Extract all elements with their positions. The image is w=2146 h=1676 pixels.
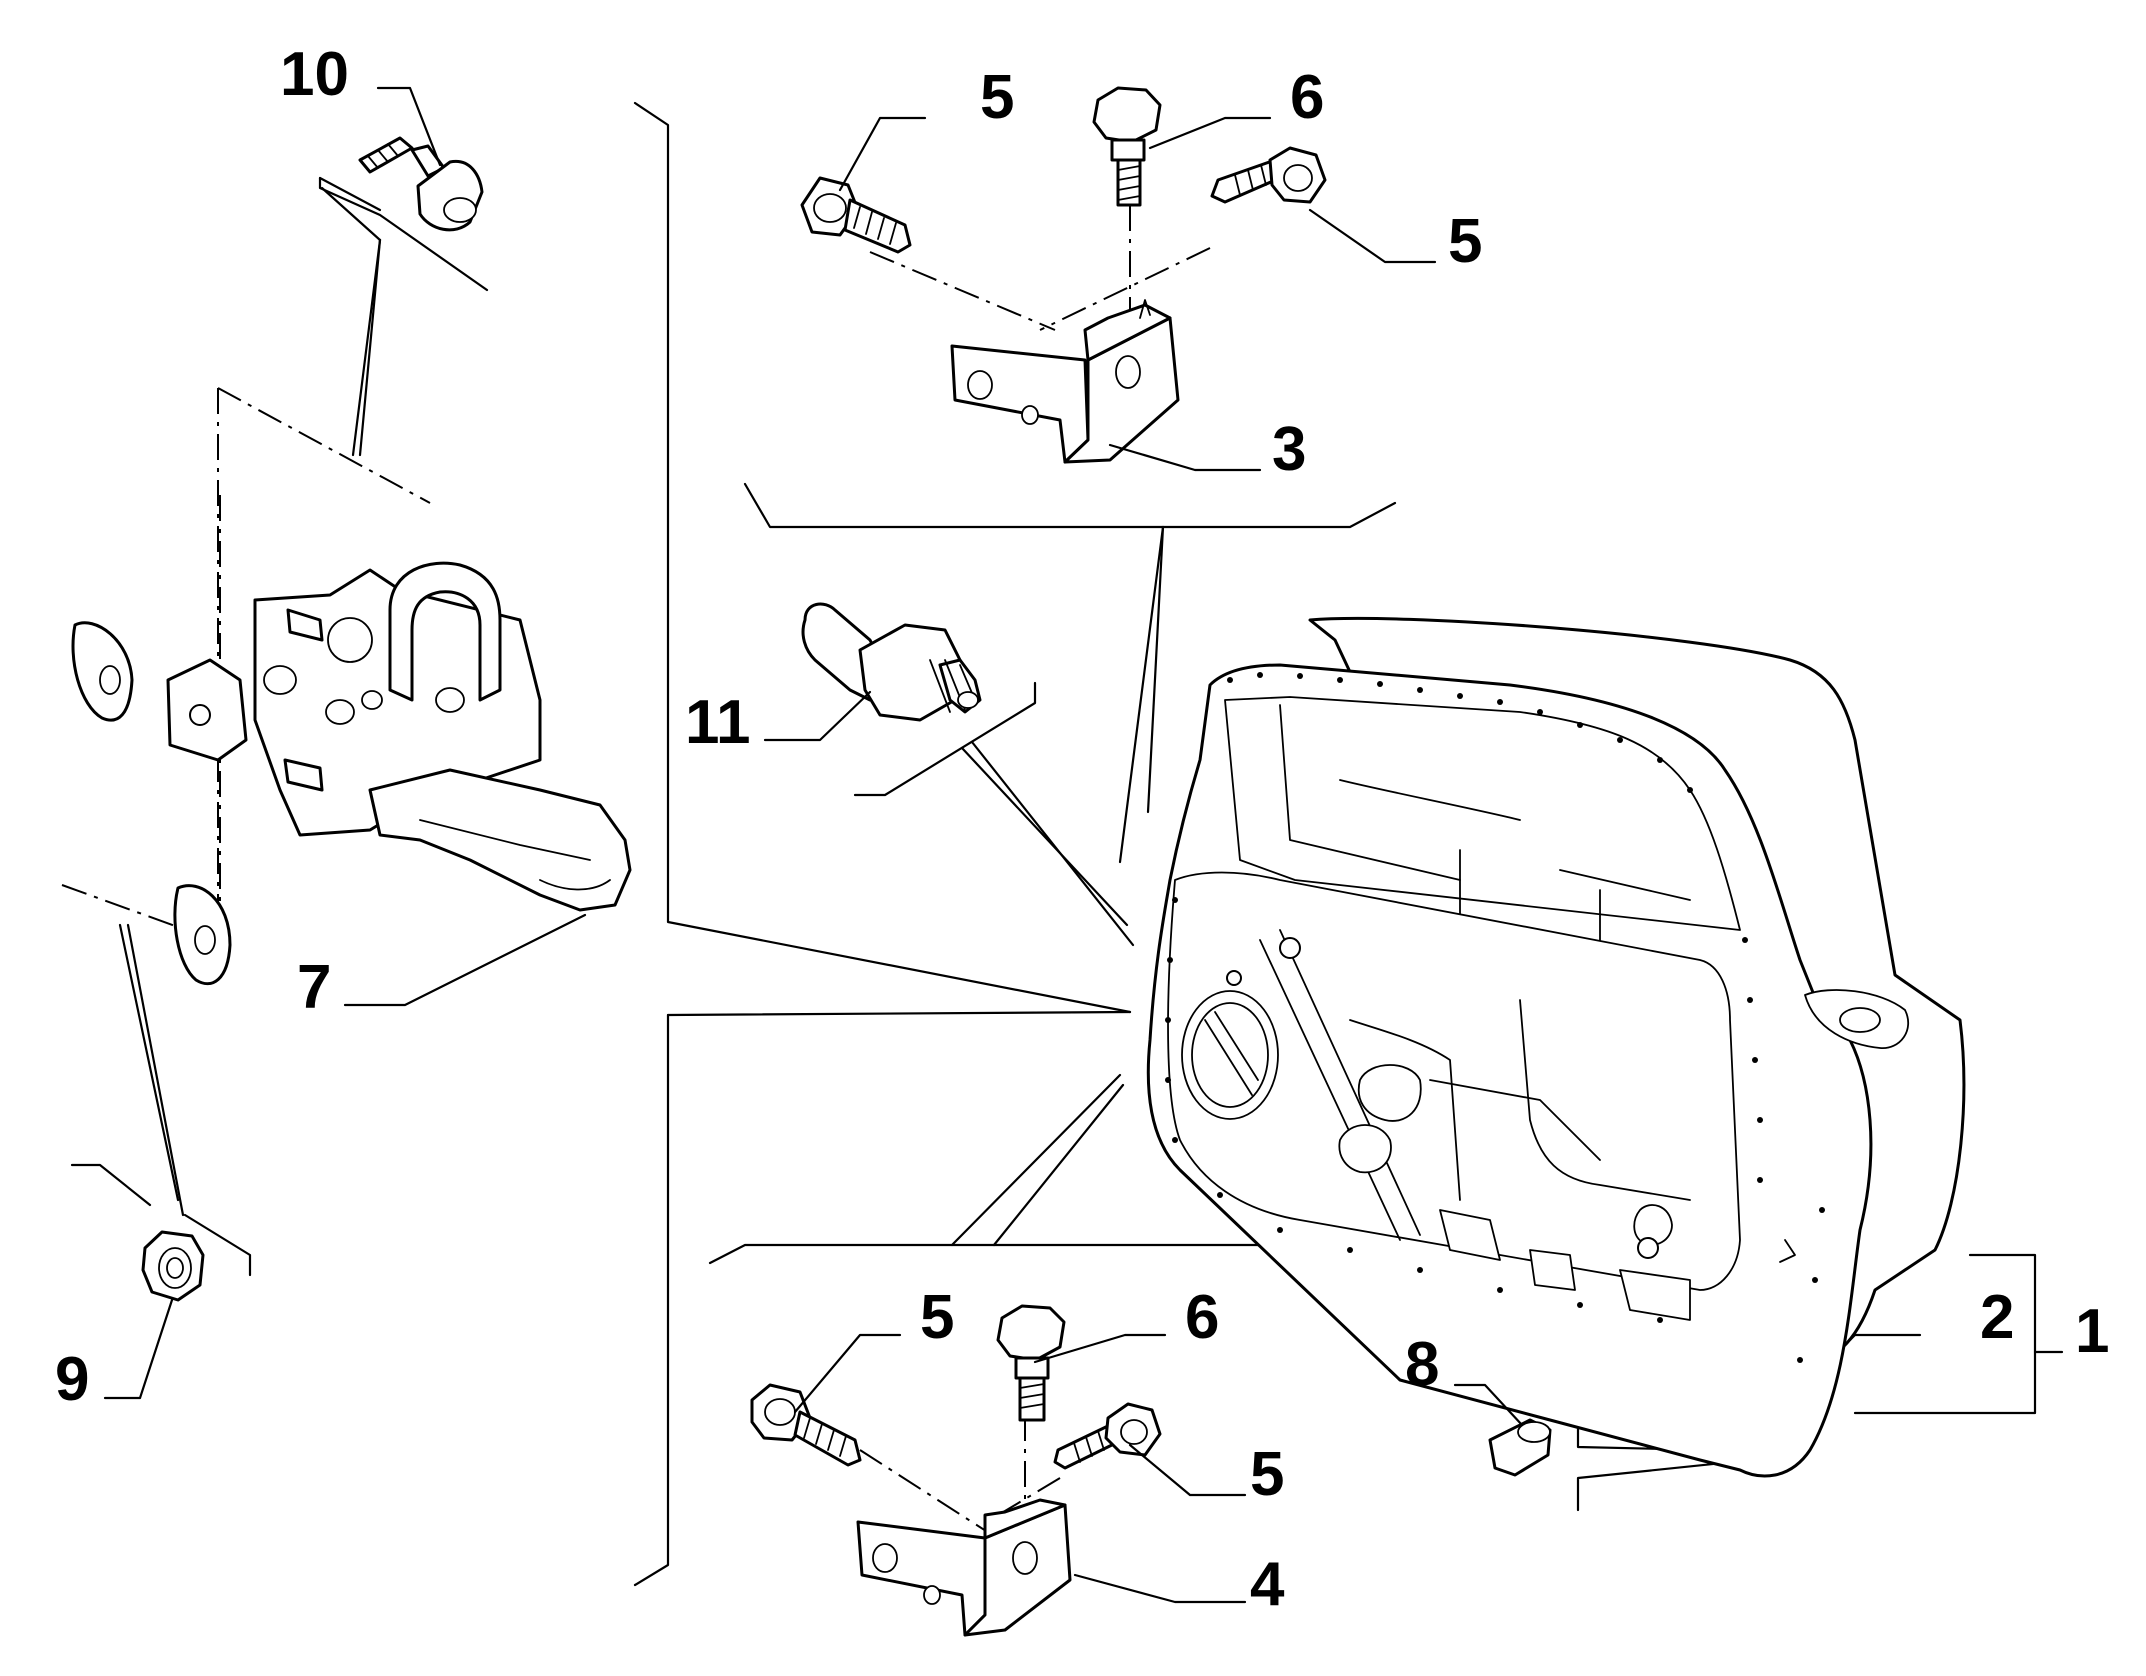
screw-5-top-right-icon bbox=[1210, 146, 1327, 204]
bolt-6-bottom-icon bbox=[996, 1304, 1066, 1422]
callout-5-bottom-right: 5 bbox=[1250, 1440, 1284, 1509]
callout-5-top-right: 5 bbox=[1448, 207, 1482, 276]
hinge-3-icon bbox=[950, 299, 1180, 464]
plug-8-icon bbox=[1488, 1418, 1552, 1477]
hinge-4-icon bbox=[856, 1498, 1072, 1637]
callout-6-top: 6 bbox=[1290, 63, 1324, 132]
callout-3: 3 bbox=[1272, 415, 1306, 484]
screw-5-bottom-left-icon bbox=[750, 1383, 862, 1467]
door-check-7-icon bbox=[71, 561, 632, 986]
nut-9-icon bbox=[141, 1230, 205, 1302]
callout-11: 11 bbox=[685, 688, 751, 757]
bolt-6-top-icon bbox=[1092, 86, 1162, 207]
pin-11-icon bbox=[801, 602, 982, 722]
callout-numbers: 10 5 6 5 3 11 7 9 5 6 5 4 8 2 1 bbox=[55, 40, 2109, 1619]
callout-5-bottom-left: 5 bbox=[920, 1283, 954, 1352]
bolt-10-icon bbox=[358, 136, 484, 232]
screw-5-top-left-icon bbox=[800, 176, 912, 254]
leader-lines bbox=[103, 86, 1922, 1604]
callout-2: 2 bbox=[1980, 1283, 2014, 1352]
callout-1: 1 bbox=[2075, 1297, 2109, 1366]
screw-5-bottom-right-icon bbox=[1053, 1402, 1162, 1470]
callout-10: 10 bbox=[280, 40, 349, 109]
callout-6-bottom: 6 bbox=[1185, 1283, 1219, 1352]
callout-4: 4 bbox=[1250, 1550, 1285, 1619]
callout-8: 8 bbox=[1405, 1330, 1439, 1399]
callout-5-top-left: 5 bbox=[980, 63, 1014, 132]
callout-9: 9 bbox=[55, 1345, 89, 1414]
callout-7: 7 bbox=[297, 953, 331, 1022]
door-shell-icon bbox=[1146, 616, 1966, 1478]
